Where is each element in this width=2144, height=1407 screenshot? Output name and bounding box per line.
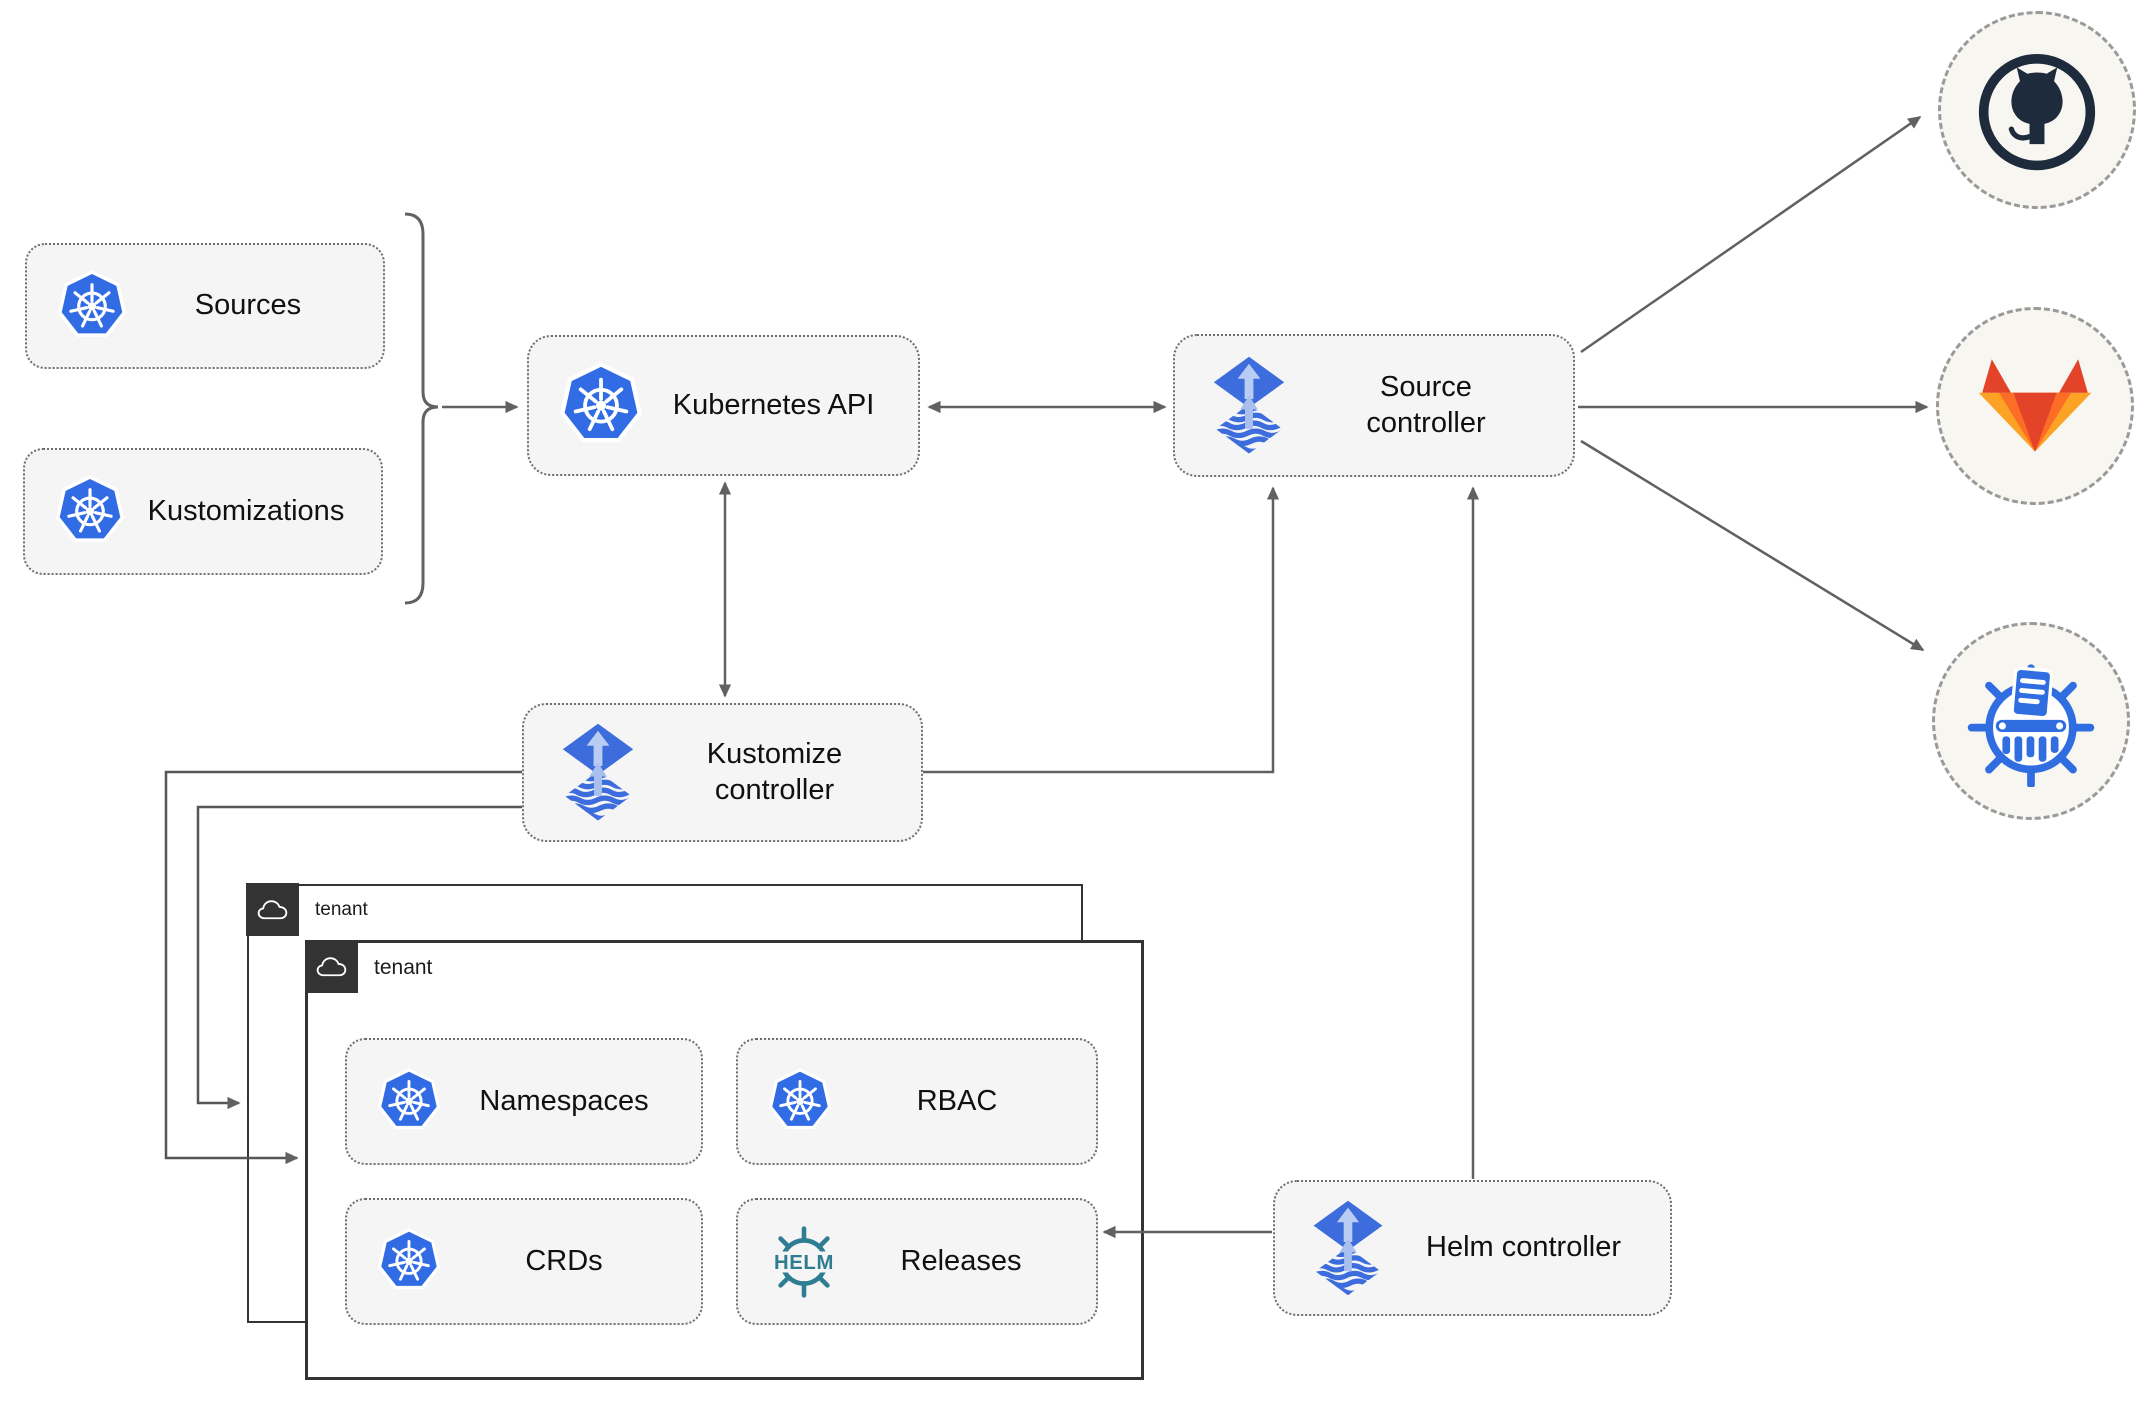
tenant-container-front[interactable]: tenant Namespaces RBAC CRDs Releases bbox=[305, 940, 1144, 1380]
scan-node[interactable] bbox=[1932, 622, 2130, 820]
node-source-controller[interactable]: Source controller bbox=[1173, 334, 1575, 477]
tenant-back-label: tenant bbox=[315, 899, 368, 920]
node-sources[interactable]: Sources bbox=[25, 243, 385, 369]
tenant-front-badge bbox=[305, 940, 358, 993]
node-label: Kustomizations bbox=[147, 494, 345, 527]
node-label: CRDs bbox=[525, 1244, 603, 1277]
kubernetes-icon bbox=[57, 269, 127, 343]
helm-icon bbox=[768, 1226, 840, 1298]
node-label: Kubernetes API bbox=[672, 388, 875, 421]
gitlab-node[interactable] bbox=[1936, 307, 2134, 505]
edge-source-controller-to-scan bbox=[1580, 439, 1925, 652]
node-label: Helm controller bbox=[1426, 1231, 1621, 1264]
kubernetes-icon bbox=[377, 1228, 441, 1295]
node-label: Releases bbox=[900, 1244, 1022, 1277]
node-crds[interactable]: CRDs bbox=[345, 1198, 703, 1325]
gitlab-icon bbox=[1978, 359, 2092, 452]
github-node[interactable] bbox=[1938, 11, 2136, 209]
node-releases[interactable]: Releases bbox=[736, 1198, 1098, 1325]
node-label: RBAC bbox=[916, 1084, 998, 1117]
github-icon bbox=[1973, 46, 2101, 174]
flux-icon bbox=[554, 722, 642, 822]
edge-brace-sources-group bbox=[404, 212, 439, 605]
cloud-icon bbox=[316, 957, 346, 976]
edge-kustomize-controller-to-source-controller bbox=[923, 486, 1280, 774]
node-label: Source controller bbox=[1366, 371, 1486, 439]
node-label: Kustomize controller bbox=[706, 738, 843, 806]
kubernetes-icon bbox=[768, 1068, 832, 1135]
kubernetes-icon bbox=[377, 1068, 441, 1135]
tenant-front-label: tenant bbox=[374, 956, 433, 979]
node-rbac[interactable]: RBAC bbox=[736, 1038, 1098, 1165]
tenant-back-badge bbox=[246, 883, 299, 936]
flux-icon bbox=[1205, 355, 1293, 455]
node-kustomizations[interactable]: Kustomizations bbox=[23, 448, 383, 575]
kubernetes-icon bbox=[55, 475, 125, 548]
node-kubernetes-api[interactable]: Kubernetes API bbox=[527, 335, 920, 476]
kustomize-icon bbox=[1965, 655, 2097, 787]
node-kustomize-controller[interactable]: Kustomize controller bbox=[522, 703, 923, 842]
node-label: Namespaces bbox=[479, 1084, 649, 1117]
node-helm-controller[interactable]: Helm controller bbox=[1273, 1180, 1672, 1316]
edge-source-controller-to-github bbox=[1580, 115, 1922, 354]
kubernetes-icon bbox=[559, 362, 643, 449]
flux-icon bbox=[1305, 1199, 1391, 1297]
node-label: Sources bbox=[194, 289, 302, 322]
node-namespaces[interactable]: Namespaces bbox=[345, 1038, 703, 1165]
cloud-icon bbox=[257, 900, 287, 919]
